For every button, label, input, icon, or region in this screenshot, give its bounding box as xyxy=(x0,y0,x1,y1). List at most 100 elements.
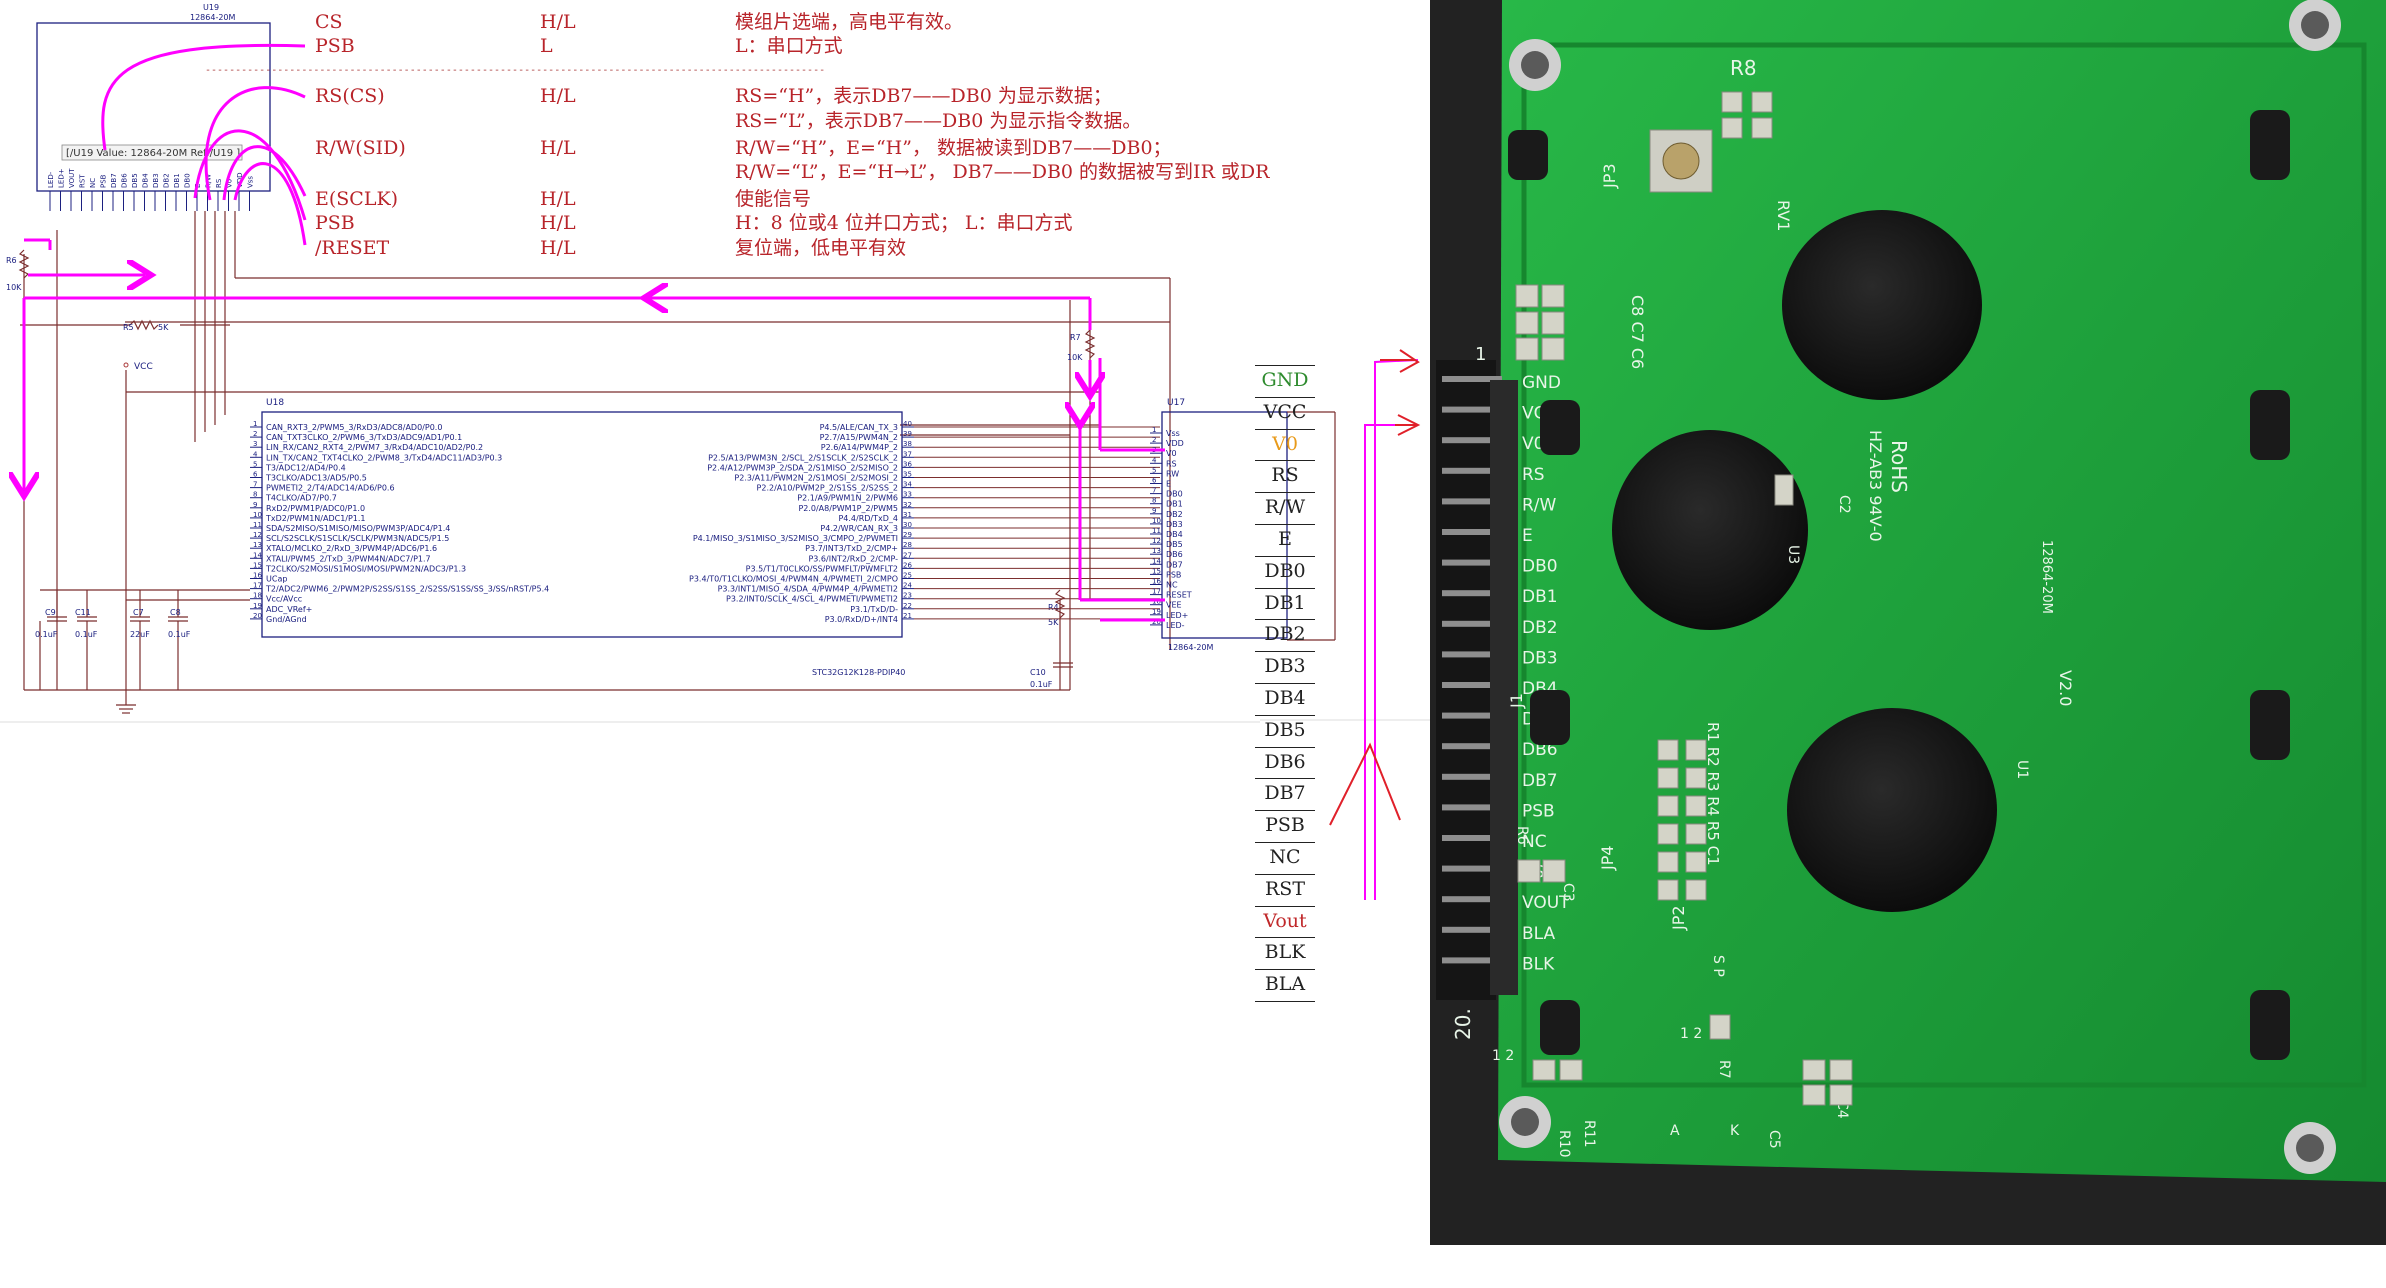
u17-pin-num: 2 xyxy=(1152,436,1156,444)
note-name: CS xyxy=(315,11,343,33)
u19-pin-label: DB5 xyxy=(131,173,139,188)
u18-pin-num: 14 xyxy=(253,551,262,559)
u18-pin-num: 39 xyxy=(903,430,912,438)
u18-pin-num: 12 xyxy=(253,531,262,539)
svg-text:C9: C9 xyxy=(45,608,56,617)
u18-pin-label: P3.5/T1/T0CLKO/SS/PWMFLT/PWMFLT2 xyxy=(746,564,898,573)
silk-pin-label: VOUT xyxy=(1522,893,1570,913)
u18-pin-label: CAN_RXT3_2/PWM5_3/RxD3/ADC8/AD0/P0.0 xyxy=(266,423,442,432)
svg-text:R5: R5 xyxy=(123,323,134,332)
u18-pin-label: P4.2/WR/CAN_RX_3 xyxy=(820,524,898,533)
u18-pin-num: 16 xyxy=(253,572,262,580)
note-name: /RESET xyxy=(315,237,389,259)
u18-pin-label: P4.4/RD/TxD_4 xyxy=(838,514,898,523)
silk-pin-label: PSB xyxy=(1522,801,1555,821)
u17-pin-label: DB3 xyxy=(1166,520,1183,529)
pin-label-gnd: GND xyxy=(1255,365,1315,398)
u18-pin-label: P2.0/A8/PWM1P_2/PWM5 xyxy=(798,504,898,513)
silk-sp: S P xyxy=(1710,955,1726,977)
silk-jp2: JP2 xyxy=(1669,905,1688,931)
u19-pin-label: DB7 xyxy=(110,173,118,188)
u18-pin-label: LIN_TX/CAN2_TXT4CLKO_2/PWM8_3/TxD4/ADC11… xyxy=(266,453,502,462)
note-level: H/L xyxy=(540,85,576,107)
u18-pin-num: 22 xyxy=(903,602,912,610)
svg-text:C11: C11 xyxy=(75,608,91,617)
note-name: PSB xyxy=(315,35,355,57)
u18-pin-label: Gnd/AGnd xyxy=(266,615,307,624)
silk-hzab: HZ-AB3 94V-0 xyxy=(1866,430,1885,542)
u17-pin-label: DB1 xyxy=(1166,500,1183,509)
u17-pin-num: 8 xyxy=(1152,497,1156,505)
schematic-wires xyxy=(20,211,1171,691)
u18-pin-label: P2.6/A14/PWM4P_2 xyxy=(821,443,898,452)
svg-text:R7: R7 xyxy=(1070,333,1081,342)
u18-pin-num: 1 xyxy=(253,420,257,428)
pin-label-db2: DB2 xyxy=(1255,620,1315,653)
u19-pin-label: VOUT xyxy=(68,168,76,188)
silk-pin-label: BLK xyxy=(1522,954,1555,974)
u19-pin-label: RST xyxy=(79,174,87,188)
silk-pin-label: DB2 xyxy=(1522,618,1558,638)
u19-pin-label: LED- xyxy=(47,171,55,188)
silk-pin-label: GND xyxy=(1522,373,1561,393)
silk-r11: R11 xyxy=(1581,1120,1597,1148)
u18-pin-num: 40 xyxy=(903,420,912,428)
u17-pin-num: 20 xyxy=(1152,618,1161,626)
u18-pin-label: T3CLKO/ADC13/AD5/P0.5 xyxy=(265,474,367,483)
note-level: H/L xyxy=(540,212,576,234)
silk-pin-label: V0 xyxy=(1522,434,1544,454)
pin-label-vout: Vout xyxy=(1255,907,1315,939)
u18-pin-num: 26 xyxy=(903,561,912,569)
silk-c2: C2 xyxy=(1836,495,1852,514)
svg-text:10K: 10K xyxy=(1067,353,1083,362)
u18-pin-num: 2 xyxy=(253,430,257,438)
svg-text:5K: 5K xyxy=(158,323,169,332)
silk-u1: U1 xyxy=(2014,760,2030,779)
pin-label-nc: NC xyxy=(1255,843,1315,875)
note-desc: 模组片选端，高电平有效。 xyxy=(735,11,963,33)
header-pin xyxy=(1442,712,1502,719)
cob-chip-3 xyxy=(1787,708,1997,912)
pin-label-blk: BLK xyxy=(1255,938,1315,971)
u17-pin-num: 19 xyxy=(1152,608,1161,616)
u18-pin-label: Vcc/AVcc xyxy=(266,595,302,604)
u18-pin-num: 8 xyxy=(253,491,257,499)
u17-pin-label: LED+ xyxy=(1166,611,1188,620)
header-pins xyxy=(1436,360,1496,1000)
u18-pin-num: 35 xyxy=(903,471,912,479)
u19-pin-label: NC xyxy=(89,178,97,188)
silk-k: K xyxy=(1730,1123,1740,1139)
caps xyxy=(39,589,1073,690)
u18-pin-label: UCap xyxy=(266,575,287,584)
u18-pin-num: 7 xyxy=(253,481,257,489)
silk-model: 12864-20M xyxy=(2039,540,2054,614)
svg-text:5K: 5K xyxy=(1048,618,1059,627)
pin-label-v0: V0 xyxy=(1255,430,1315,462)
silk-rrow: R1 R2 R3 R4 R5 C1 xyxy=(1704,722,1722,866)
u19-tooltip: [/U19 Value: 12864-20M Ref:/U19 ] xyxy=(66,148,240,159)
header-pin xyxy=(1442,773,1502,780)
u18-pin-label: P2.1/A9/PWM1N_2/PWM6 xyxy=(797,494,898,503)
svg-text:R6: R6 xyxy=(6,256,17,265)
u18-ref: U18 xyxy=(266,398,284,408)
silk-u3: U3 xyxy=(1785,545,1801,564)
u17-pin-label: VDD xyxy=(1166,439,1184,448)
u18-pin-num: 38 xyxy=(903,440,912,448)
header-pin xyxy=(1442,896,1502,903)
u17-pin-num: 10 xyxy=(1152,517,1161,525)
header-pin xyxy=(1442,559,1502,566)
svg-text:22uF: 22uF xyxy=(130,630,150,639)
u19-pin-label: PSB xyxy=(100,174,108,188)
silk-j1: J1 xyxy=(1507,693,1526,709)
note-desc: R/W=“H”，E=“H”， 数据被读到DB7——DB0； xyxy=(735,137,1172,159)
u17-pin-label: RESET xyxy=(1166,591,1192,600)
u19-model: 12864-20M xyxy=(190,13,236,22)
u18-pin-label: P4.1/MISO_3/S1MISO_3/S2MISO_3/CMPO_2/PWM… xyxy=(693,534,898,543)
silk-12b: 1 2 xyxy=(1680,1026,1702,1042)
u19-pin-label: RS xyxy=(215,178,223,188)
svg-text:C10: C10 xyxy=(1030,668,1046,677)
u17-pin-label: DB2 xyxy=(1166,510,1183,519)
u18-pin-num: 30 xyxy=(903,521,912,529)
